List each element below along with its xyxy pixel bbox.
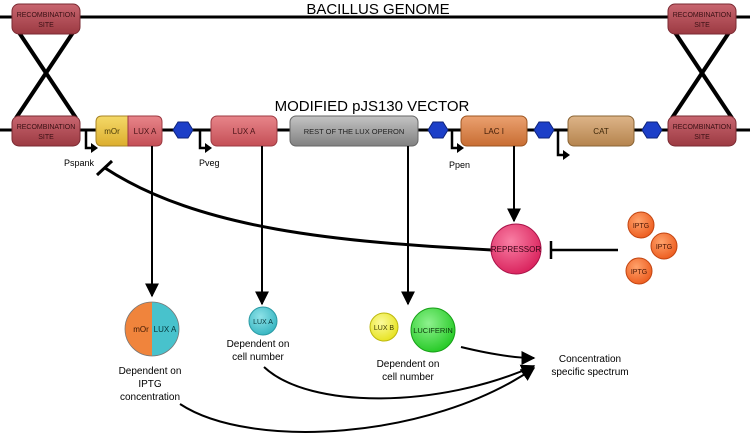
svg-text:cell number: cell number <box>382 372 434 383</box>
caption-spectrum: Concentration specific spectrum <box>551 354 628 378</box>
svg-text:RECOMBINATION: RECOMBINATION <box>17 12 76 19</box>
gene-cat: CAT <box>567 115 635 147</box>
svg-text:IPTG: IPTG <box>631 269 647 276</box>
caption-iptg-dependent: Dependent on IPTG concentration <box>119 366 182 403</box>
promoter-pspank-label: Pspank <box>64 158 95 168</box>
svg-text:IPTG: IPTG <box>656 244 672 251</box>
svg-text:RECOMBINATION: RECOMBINATION <box>17 124 76 131</box>
spacer-hexagon <box>172 121 194 139</box>
svg-text:RECOMBINATION: RECOMBINATION <box>673 12 732 19</box>
gene-luxa: LUX A <box>210 115 278 147</box>
svg-text:LUCIFERIN: LUCIFERIN <box>413 326 453 335</box>
svg-text:RECOMBINATION: RECOMBINATION <box>673 124 732 131</box>
repression-bar <box>95 159 114 177</box>
promoter-pveg-arrow <box>198 131 212 153</box>
promoter-cat-arrow <box>556 131 570 160</box>
promoter-ppen-label: Ppen <box>449 160 470 170</box>
svg-text:LUX B: LUX B <box>374 325 395 332</box>
svg-text:specific spectrum: specific spectrum <box>551 367 628 378</box>
spacer-hexagon <box>427 121 449 139</box>
recombination-site-vector-right: RECOMBINATION SITE <box>667 115 737 147</box>
output-arrow-iptg <box>179 367 536 433</box>
recombination-site-genome-right: RECOMBINATION SITE <box>667 3 737 35</box>
iptg-molecule: IPTG <box>627 211 655 239</box>
left-crossover <box>14 26 78 120</box>
svg-text:Concentration: Concentration <box>559 354 621 365</box>
gene-rest-of-lux-operon: REST OF THE LUX OPERON <box>289 115 419 147</box>
svg-text:Dependent on: Dependent on <box>377 359 440 370</box>
gene-laci: LAC I <box>460 115 528 147</box>
svg-text:REST OF THE LUX OPERON: REST OF THE LUX OPERON <box>304 127 405 136</box>
svg-text:LUX A: LUX A <box>233 127 256 136</box>
luciferin-molecule: LUCIFERIN <box>410 307 456 353</box>
repression-curve <box>104 166 493 252</box>
vector-title: MODIFIED pJS130 VECTOR <box>275 98 470 115</box>
svg-text:IPTG: IPTG <box>633 223 649 230</box>
svg-text:concentration: concentration <box>120 392 180 403</box>
mor-molecule-label: mOr <box>133 325 149 334</box>
caption-cell-number-luxa: Dependent on cell number <box>227 339 290 363</box>
svg-text:SITE: SITE <box>38 22 54 29</box>
svg-text:LUX A: LUX A <box>253 319 273 326</box>
gene-mor-label: mOr <box>104 127 120 136</box>
spacer-hexagon <box>533 121 555 139</box>
caption-cell-number-lux-operon: Dependent on cell number <box>377 359 440 383</box>
spacer-hexagon <box>641 121 663 139</box>
svg-text:IPTG: IPTG <box>138 379 162 390</box>
recombination-site-vector-left: RECOMBINATION SITE <box>11 115 81 147</box>
promoter-pspank-arrow <box>84 131 98 153</box>
genome-title: BACILLUS GENOME <box>306 1 449 18</box>
mor-luxa-molecule: mOr LUX A <box>124 301 180 357</box>
output-arrow-luxa <box>263 364 536 400</box>
output-arrow-luciferin <box>460 346 536 365</box>
iptg-molecule: IPTG <box>650 232 678 260</box>
promoter-pveg-label: Pveg <box>199 158 220 168</box>
promoter-ppen-arrow <box>450 131 464 153</box>
repressor-molecule: REPRESSOR <box>490 223 542 275</box>
svg-text:LAC I: LAC I <box>484 127 504 136</box>
svg-text:SITE: SITE <box>694 134 710 141</box>
svg-text:Dependent on: Dependent on <box>119 366 182 377</box>
gene-luxa-fused-label: LUX A <box>134 127 157 136</box>
luxa-half-label: LUX A <box>154 325 177 334</box>
luxb-molecule: LUX B <box>369 312 399 342</box>
svg-text:SITE: SITE <box>38 134 54 141</box>
svg-text:Dependent on: Dependent on <box>227 339 290 350</box>
right-crossover <box>670 26 734 120</box>
luxa-molecule: LUX A <box>248 306 278 336</box>
svg-text:SITE: SITE <box>694 22 710 29</box>
svg-text:CAT: CAT <box>593 127 609 136</box>
svg-text:REPRESSOR: REPRESSOR <box>491 245 541 254</box>
svg-text:cell number: cell number <box>232 352 284 363</box>
recombination-site-genome-left: RECOMBINATION SITE <box>11 3 81 35</box>
gene-mor-luxa-fusion: mOr LUX A <box>95 115 163 147</box>
iptg-molecule: IPTG <box>625 257 653 285</box>
